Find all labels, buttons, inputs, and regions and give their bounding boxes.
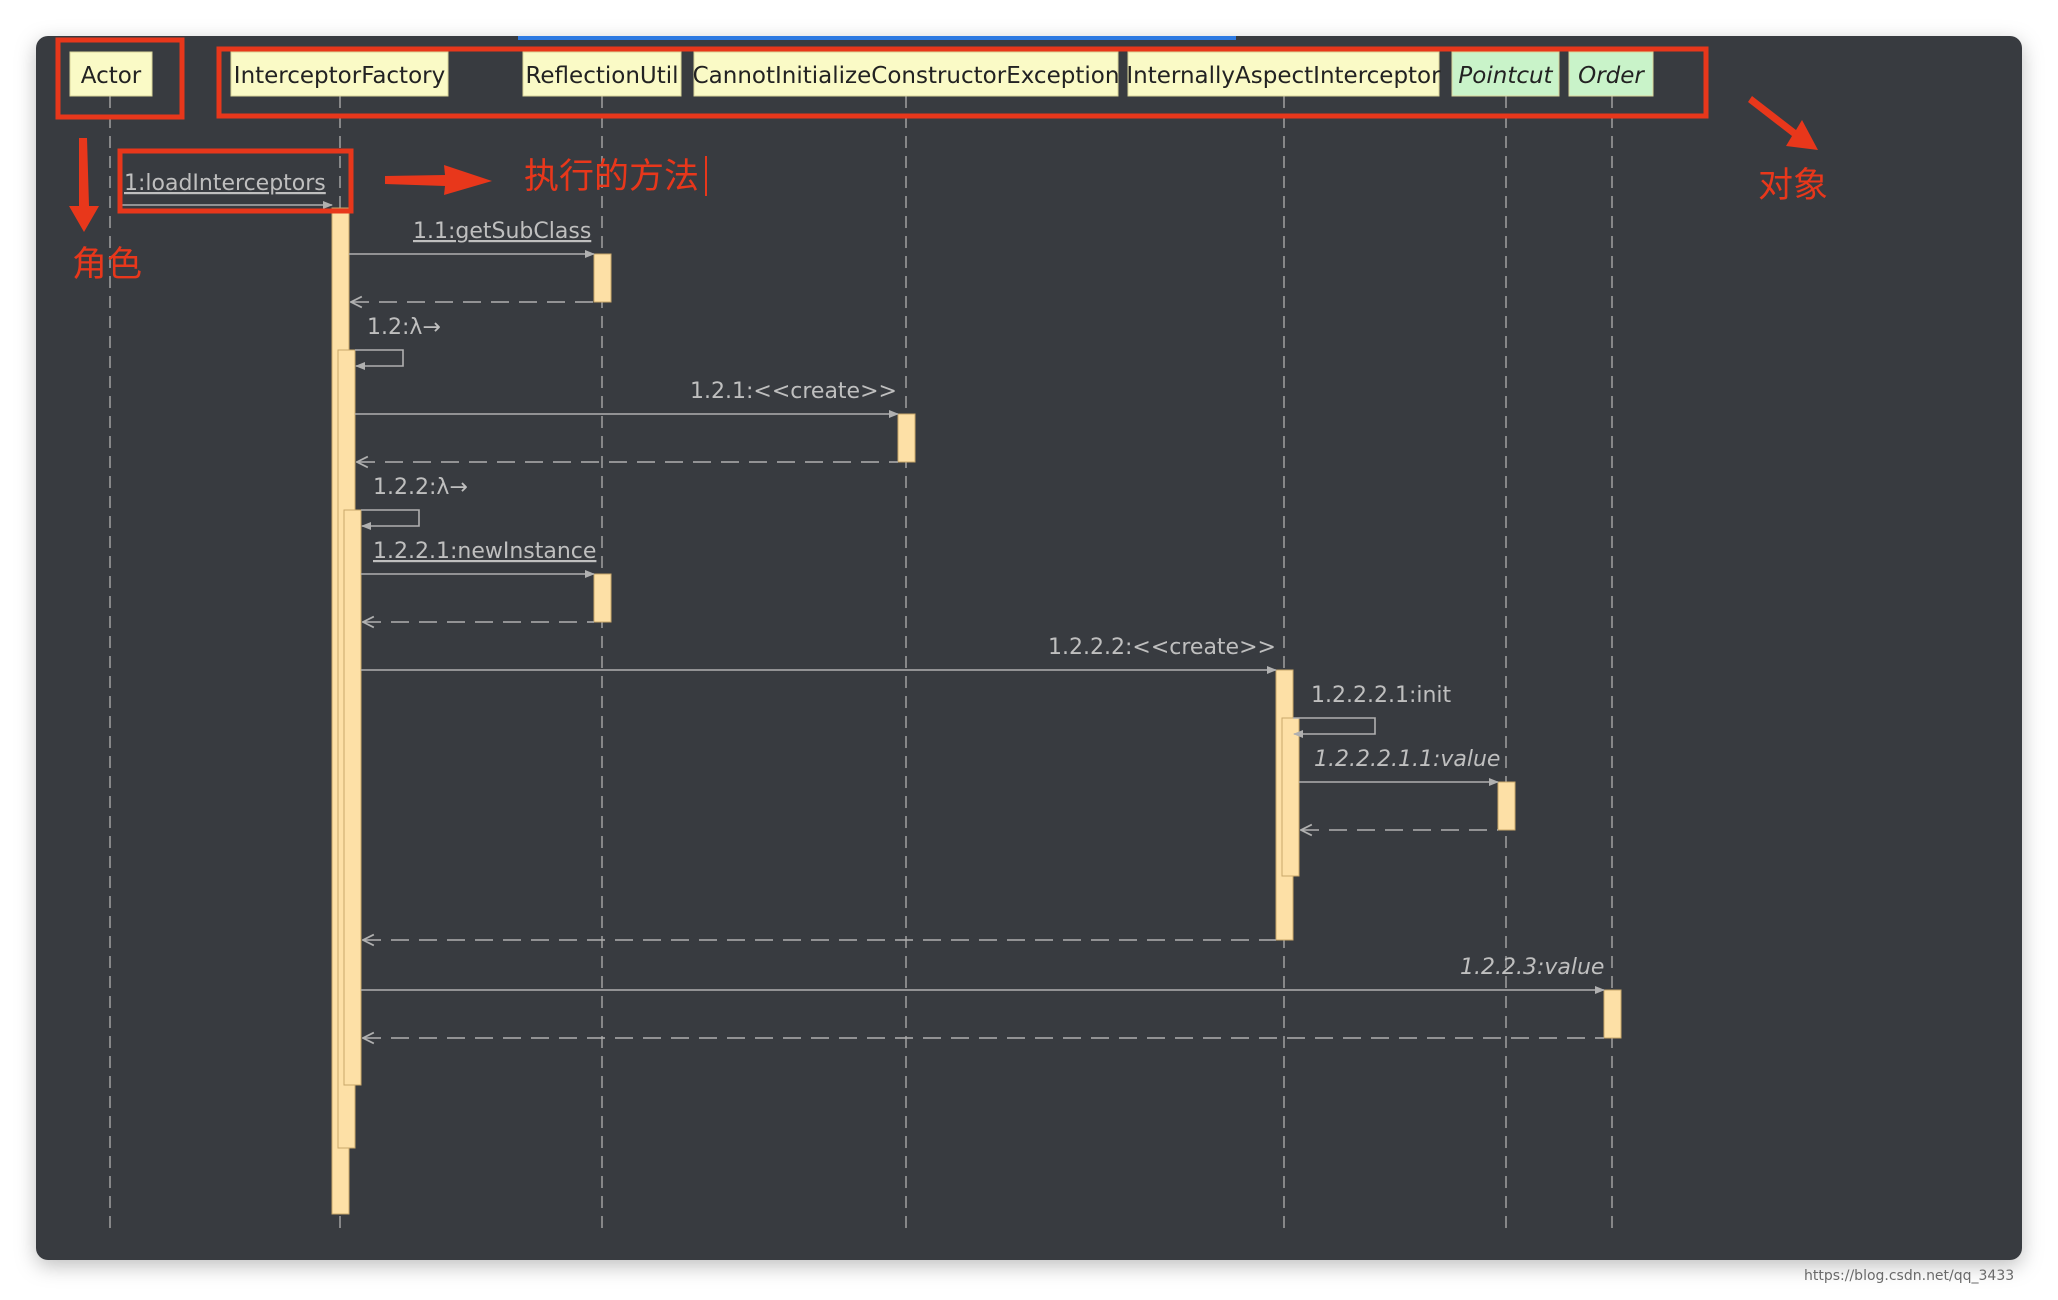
participant-actor-label: Actor bbox=[81, 63, 142, 89]
title-accent-bar bbox=[518, 36, 1236, 40]
annotation-method-arrow bbox=[385, 165, 492, 195]
participant-pointcut-label: Pointcut bbox=[1458, 63, 1553, 89]
participant-internal-label: InternallyAspectInterceptor bbox=[1126, 63, 1441, 89]
annotation-role-arrow bbox=[69, 138, 99, 232]
message-1.2.1create-label: 1.2.1:<<create>> bbox=[690, 379, 897, 404]
cannot-activation bbox=[897, 413, 916, 463]
annotation-objects-box bbox=[216, 46, 1709, 119]
participant-cannot bbox=[693, 51, 1119, 97]
participant-factory-label: InterceptorFactory bbox=[234, 63, 445, 89]
participant-factory bbox=[230, 51, 449, 97]
message-1.1getSubClass-label: 1.1:getSubClass bbox=[413, 219, 591, 244]
message-1.2.2.1newInstance-label: 1.2.2.1:newInstance bbox=[373, 539, 596, 564]
participant-order-label: Order bbox=[1578, 63, 1645, 89]
annotation-method-box bbox=[117, 148, 354, 214]
order-activation bbox=[1603, 989, 1622, 1039]
message-1.2.2.2.1init-label: 1.2.2.2.1:init bbox=[1311, 683, 1452, 708]
message-1.2.2-label: 1.2.2:λ→ bbox=[373, 475, 468, 500]
reflect-activation-1 bbox=[593, 253, 612, 303]
message-1.2.2.2.1init-arrow bbox=[1293, 717, 1376, 738]
message-1.2-label: 1.2:λ→ bbox=[367, 315, 441, 340]
participant-internal bbox=[1127, 51, 1440, 97]
message-1.2.2.2create-label: 1.2.2.2:<<create>> bbox=[1048, 635, 1276, 660]
participant-cannot-label: CannotInitializeConstructorException bbox=[693, 63, 1120, 89]
message-1.2-arrow bbox=[355, 349, 404, 370]
diagram-panel bbox=[36, 36, 2022, 1260]
annotation-objects-label: 对象 bbox=[1758, 166, 1828, 206]
participant-order bbox=[1568, 51, 1654, 97]
annotation-method-label: 执行的方法 bbox=[524, 157, 699, 197]
message-1loadInterceptors-label: 1:loadInterceptors bbox=[124, 171, 326, 196]
message-1.2.2-arrow bbox=[361, 509, 420, 530]
factory-activation-3 bbox=[343, 509, 362, 1086]
reflect-activation-2 bbox=[593, 573, 612, 623]
participant-actor bbox=[69, 51, 153, 97]
message-1.2.2.2.1.1value-label: 1.2.2.2.1.1:value bbox=[1314, 747, 1500, 772]
participant-reflect-label: ReflectionUtil bbox=[525, 63, 678, 89]
participant-pointcut bbox=[1451, 51, 1560, 97]
internal-activation-2 bbox=[1281, 717, 1300, 877]
pointcut-activation bbox=[1497, 781, 1516, 831]
annotation-actor-box bbox=[55, 37, 185, 120]
watermark: https://blog.csdn.net/qq_3433 bbox=[1804, 1268, 2014, 1284]
annotation-objects-arrow bbox=[1748, 96, 1818, 150]
participant-reflect bbox=[522, 51, 682, 97]
annotation-role-label: 角色 bbox=[72, 245, 142, 285]
message-1.2.2.3value-label: 1.2.2.3:value bbox=[1460, 955, 1604, 980]
